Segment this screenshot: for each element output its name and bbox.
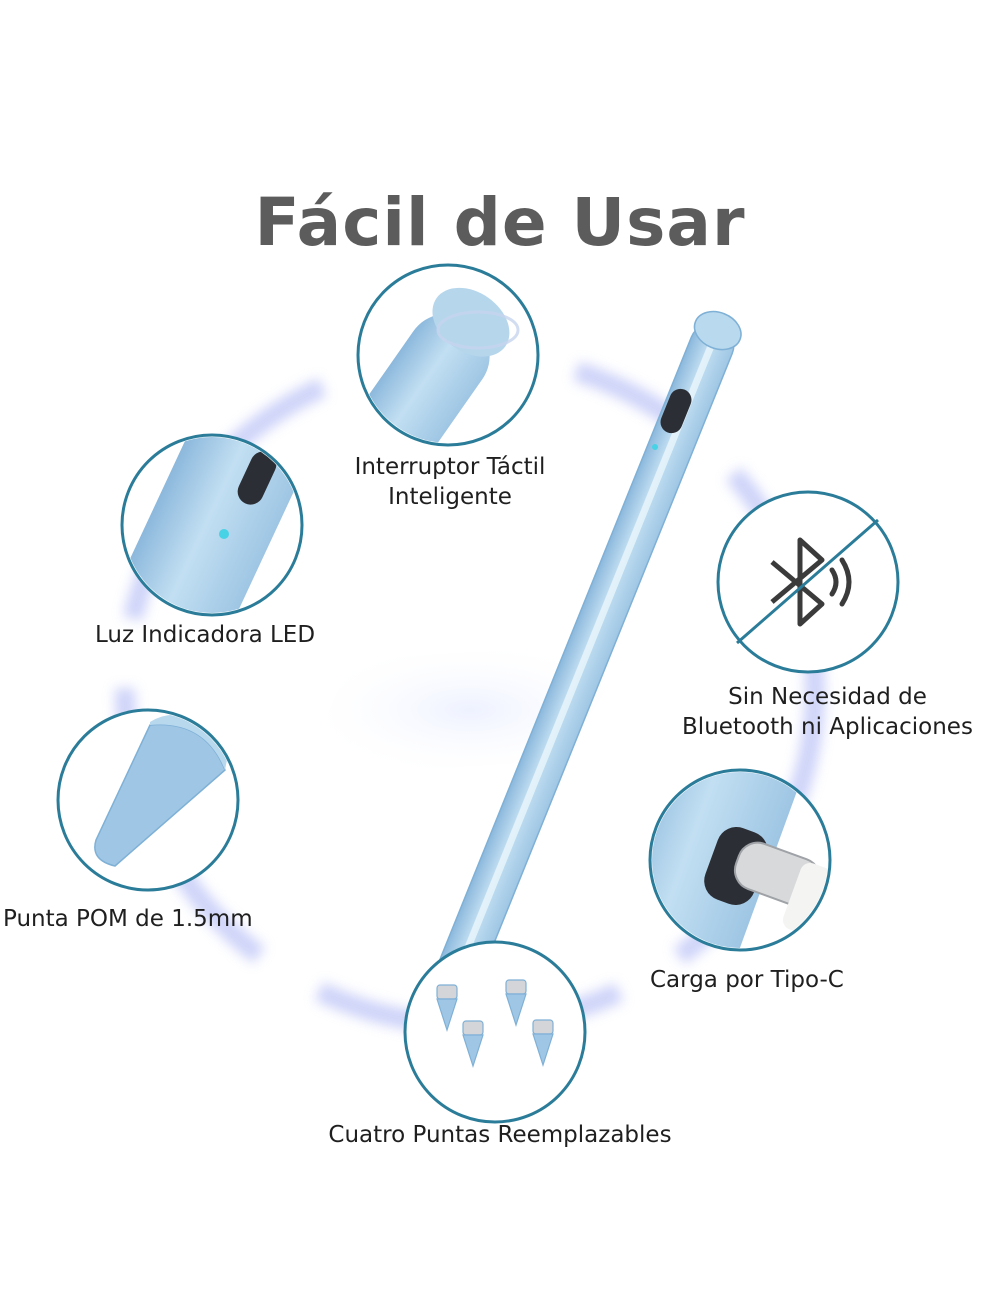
replacement-tip <box>436 984 458 1032</box>
replacement-tip <box>462 1020 484 1068</box>
label-charging: Carga por Tipo-C <box>650 967 844 993</box>
label-led: Luz Indicadora LED <box>95 622 316 648</box>
label-replacement-tips: Cuatro Puntas Reemplazables <box>328 1122 672 1148</box>
led-dot-icon <box>652 444 658 450</box>
strike-line <box>736 518 879 645</box>
label-touch-switch-line1: Interruptor Táctil <box>354 454 546 480</box>
feature-circle-touch-switch <box>356 263 540 447</box>
feature-circle-replacement-tips <box>403 940 587 1124</box>
replacement-tip <box>532 1019 554 1067</box>
replacement-tip <box>505 979 527 1027</box>
label-tip: Punta POM de 1.5mm <box>3 906 253 932</box>
label-touch-switch-line2: Inteligente <box>388 484 512 510</box>
feature-circle-led <box>120 433 304 617</box>
sound-waves-icon <box>829 557 852 607</box>
bluetooth-icon <box>770 537 825 627</box>
label-touch-switch: Interruptor Táctil Inteligente <box>330 452 570 512</box>
usb-c-port-icon <box>660 388 692 434</box>
page-title: Fácil de Usar <box>254 184 746 262</box>
feature-circle-tip <box>56 708 240 892</box>
label-bluetooth-line2: Bluetooth ni Aplicaciones <box>682 714 973 740</box>
feature-circle-bluetooth <box>716 490 900 674</box>
label-bluetooth: Sin Necesidad de Bluetooth ni Aplicacion… <box>665 682 990 742</box>
label-bluetooth-line1: Sin Necesidad de <box>728 684 927 710</box>
